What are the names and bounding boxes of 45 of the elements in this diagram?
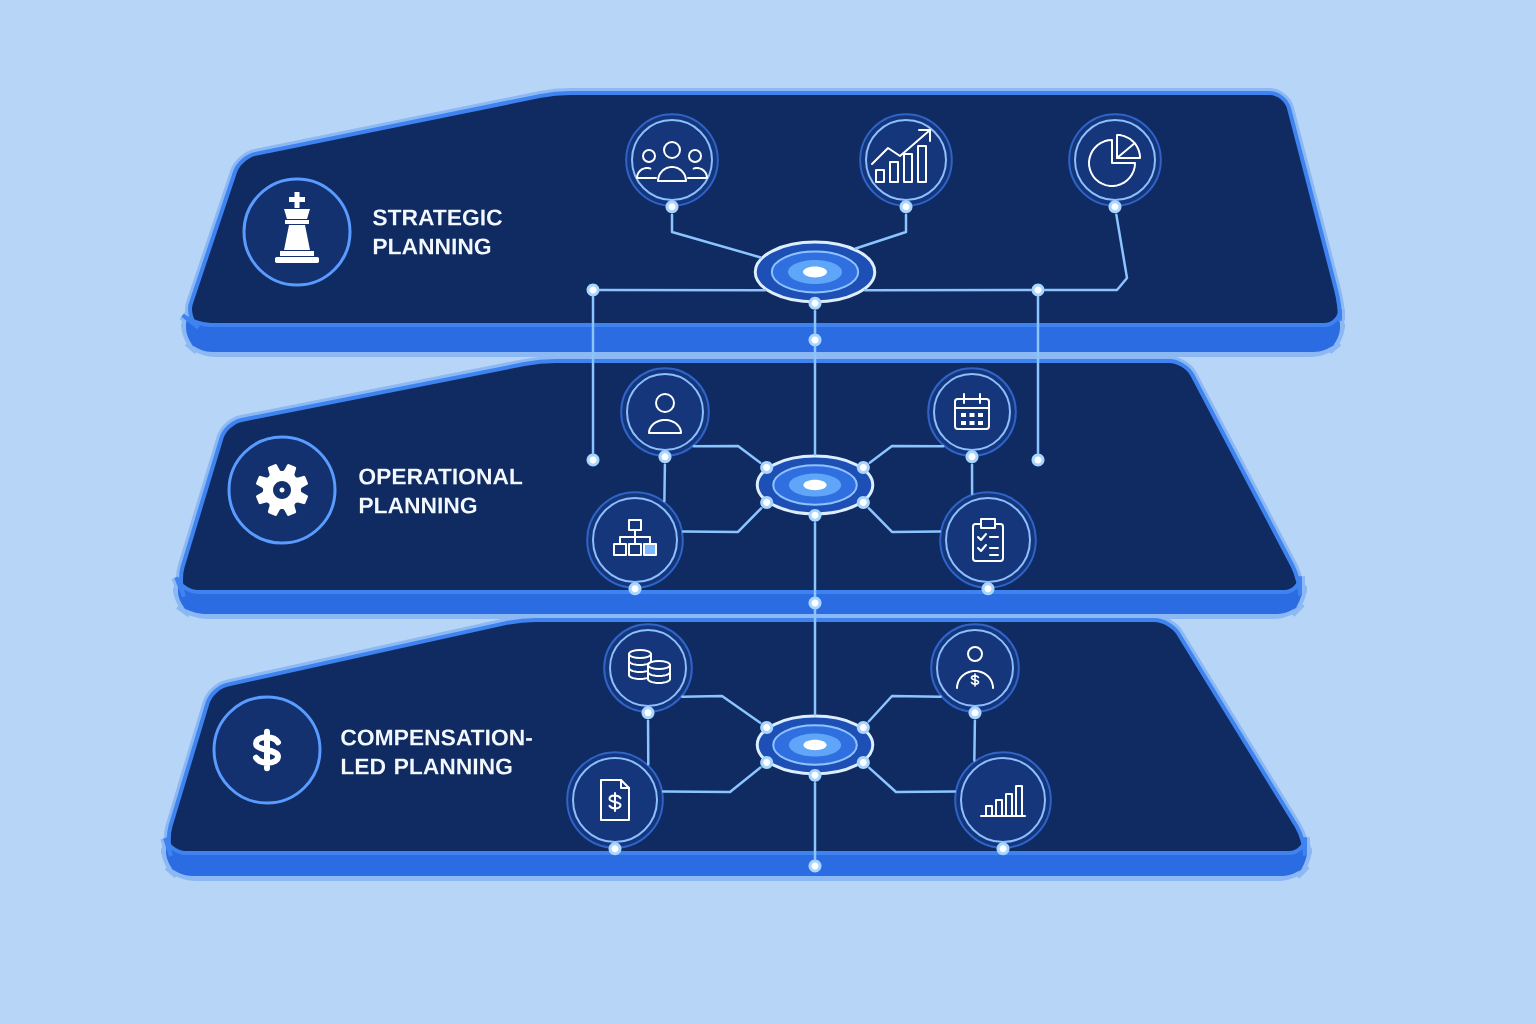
connector-line [646, 719, 650, 766]
icon-circle [930, 623, 1020, 720]
connector-line [1036, 295, 1040, 455]
connector-line [854, 213, 908, 250]
icon-circle [603, 623, 693, 720]
connector-line [867, 507, 942, 534]
icon-circle [566, 751, 664, 856]
glow-dot [808, 596, 822, 610]
icon-circle [939, 491, 1037, 596]
icon-circle [620, 367, 710, 464]
glow-dot [586, 283, 600, 297]
glow-dot [1031, 453, 1045, 467]
glowing-hub [755, 454, 875, 522]
glow-dot [1031, 283, 1045, 297]
icon-circle [1068, 113, 1162, 214]
connector-line [813, 345, 817, 456]
connector-line [813, 522, 817, 598]
glow-dot [586, 453, 600, 467]
connector-line [970, 463, 974, 496]
icon-circle [954, 751, 1052, 856]
connector-line [973, 719, 977, 762]
connector-line [681, 507, 763, 534]
connector-line [868, 444, 945, 464]
connector-line [681, 694, 762, 725]
glowing-hub [753, 240, 877, 310]
connector-line [813, 310, 817, 335]
connector-line [868, 766, 957, 794]
icon-circle [927, 367, 1017, 464]
icon-circle [586, 491, 684, 596]
glow-dot [808, 333, 822, 347]
glowing-hub [755, 714, 875, 782]
connector-line [1043, 213, 1129, 292]
connector-line [670, 213, 762, 259]
connector-line [591, 295, 595, 455]
connector-line [663, 463, 667, 503]
connector-line [598, 288, 767, 292]
connector-line [813, 782, 817, 861]
connector-line [863, 288, 1033, 292]
connector-line [813, 608, 817, 716]
glow-dot [808, 859, 822, 873]
icon-circle [859, 113, 953, 214]
connector-line [661, 766, 762, 794]
icon-circle [625, 113, 719, 214]
connector-line [867, 694, 942, 723]
connector-line [692, 444, 762, 464]
